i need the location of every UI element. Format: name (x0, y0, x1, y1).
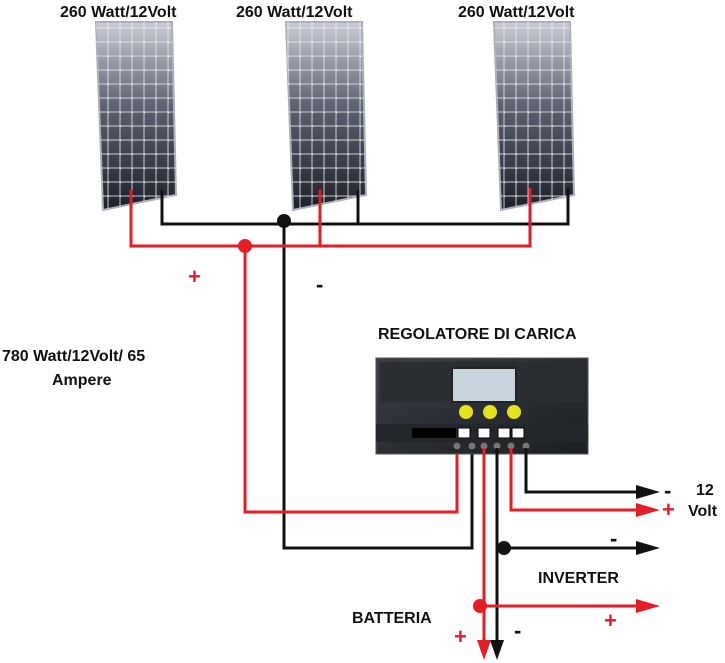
solar-panel-1 (94, 21, 178, 212)
controller-button-2 (483, 405, 497, 419)
inverter-label: INVERTER (538, 570, 619, 587)
load-voltage-line1: 12 (696, 482, 714, 499)
positive-junction (238, 239, 252, 253)
negative-junction (277, 214, 291, 228)
controller-button-3 (507, 405, 521, 419)
controller-display (451, 367, 517, 403)
battery-positive-sign: + (454, 624, 467, 649)
load-positive-sign: + (662, 497, 675, 522)
positive-bus (129, 188, 532, 514)
battery-label: BATTERIA (352, 610, 432, 627)
array-positive-sign: + (188, 264, 201, 289)
battery-negative-wire (495, 448, 638, 640)
inverter-positive-arrow (636, 599, 660, 613)
battery-positive-junction (473, 599, 487, 613)
load-output-wires (509, 448, 638, 512)
negative-bus (160, 188, 570, 550)
battery-positive-arrow (477, 640, 491, 660)
battery-negative-sign: - (514, 618, 522, 643)
controller-button-1 (459, 405, 473, 419)
inverter-negative-sign: - (610, 526, 618, 551)
panel-3-label: 260 Watt/12Volt (458, 4, 575, 21)
solar-panel-3 (492, 21, 576, 212)
load-negative-sign: - (664, 478, 672, 503)
battery-negative-junction (497, 541, 511, 555)
array-negative-sign: - (316, 272, 324, 297)
charge-controller (375, 357, 589, 455)
inverter-positive-sign: + (604, 608, 617, 633)
battery-negative-arrow (490, 640, 504, 660)
load-negative-arrow (636, 485, 660, 499)
inverter-negative-arrow (636, 541, 660, 555)
solar-panel-2 (284, 21, 368, 212)
controller-title: REGOLATORE DI CARICA (378, 326, 577, 343)
panel-1-label: 260 Watt/12Volt (60, 4, 177, 21)
panel-2-label: 260 Watt/12Volt (236, 4, 353, 21)
load-voltage-line2: Volt (688, 503, 718, 520)
array-rating-line1: 780 Watt/12Volt/ 65 (2, 348, 146, 365)
array-rating-line2: Ampere (52, 372, 112, 389)
load-positive-arrow (636, 503, 660, 517)
